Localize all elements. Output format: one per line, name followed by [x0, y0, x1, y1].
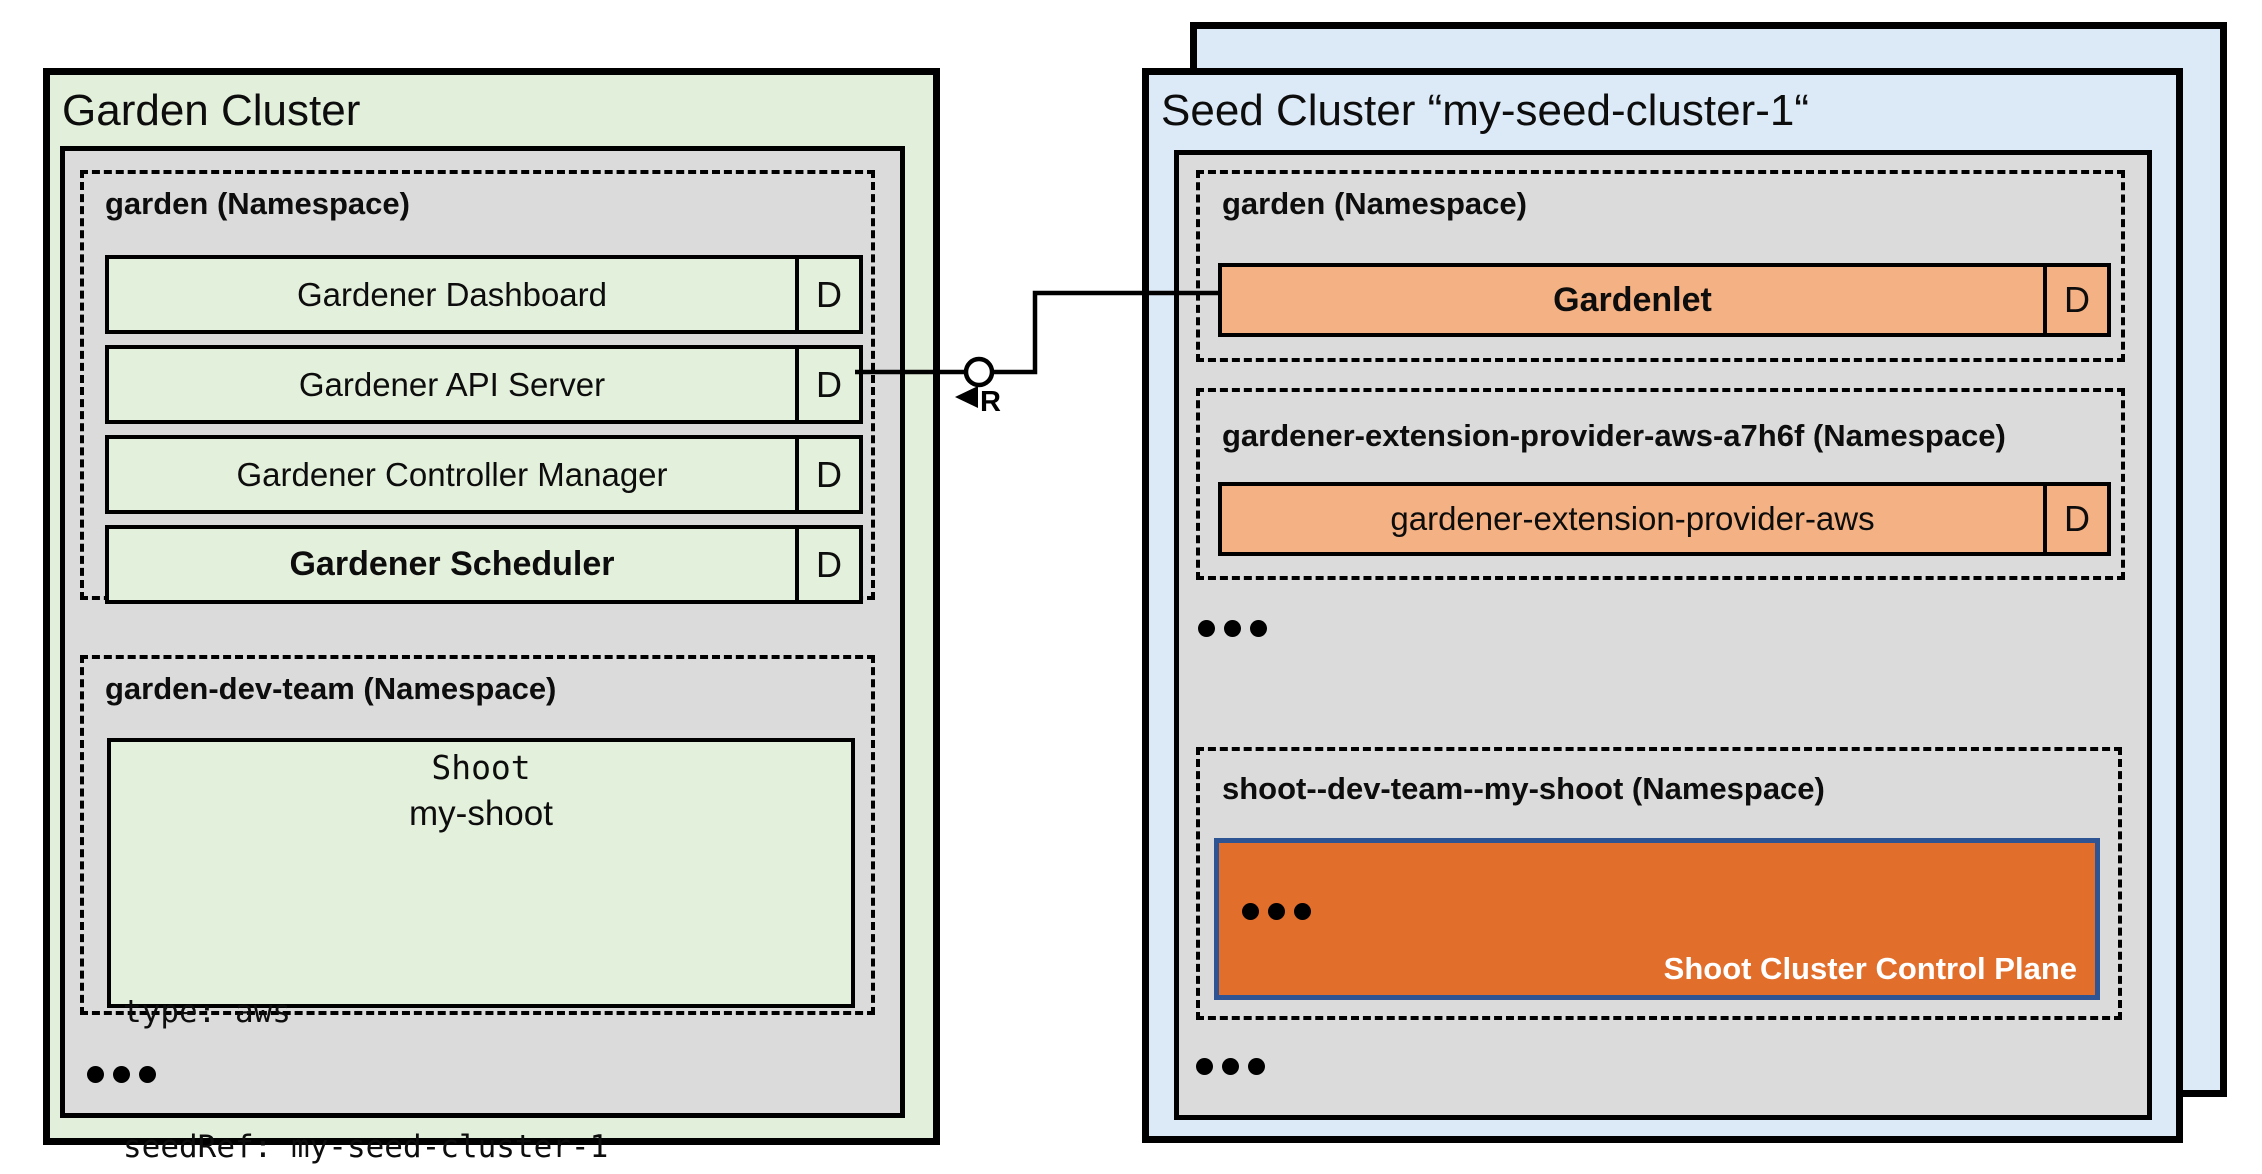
- component-row-gardener-controller-manager: Gardener Controller Manager D: [105, 435, 863, 514]
- extension-namespace-label: gardener-extension-provider-aws-a7h6f (N…: [1222, 418, 2006, 453]
- shoot-resource-spec: type: aws seedRef: my-seed-cluster-1: [123, 900, 608, 1174]
- shoot-spec-seedref-line: seedRef: my-seed-cluster-1: [123, 1129, 609, 1165]
- deployment-badge: D: [795, 349, 859, 420]
- component-row-extension-provider-aws: gardener-extension-provider-aws D: [1218, 482, 2111, 556]
- seed-cluster-ellipsis-middle: ...: [1198, 620, 1267, 637]
- interface-circle: [963, 356, 995, 388]
- shoot-control-plane-label: Shoot Cluster Control Plane: [1663, 951, 2077, 986]
- shoot-spec-type-line: type: aws: [123, 994, 291, 1030]
- component-label: Gardener Controller Manager: [236, 455, 668, 493]
- shoot-namespace-box: shoot--dev-team--my-shoot (Namespace) ..…: [1196, 747, 2122, 1020]
- garden-namespace-box: garden (Namespace) Gardener Dashboard D …: [80, 170, 875, 604]
- deployment-badge: D: [795, 529, 859, 600]
- garden-cluster-ellipsis: ...: [87, 1066, 156, 1083]
- arrowhead-left-icon: [955, 386, 978, 408]
- seed-cluster-ellipsis-bottom: ...: [1196, 1058, 1265, 1075]
- component-label: Gardener Dashboard: [296, 275, 608, 313]
- component-label: Gardener Scheduler: [289, 545, 615, 583]
- shoot-resource-box: Shoot my-shoot type: aws seedRef: my-see…: [107, 738, 855, 1165]
- shoot-resource-name: my-shoot: [409, 794, 553, 833]
- component-label: gardener-extension-provider-aws: [1390, 500, 1875, 537]
- garden-namespace-label: garden (Namespace): [105, 186, 410, 221]
- component-row-gardener-dashboard: Gardener Dashboard D: [105, 255, 863, 334]
- component-row-gardenlet: Gardenlet D: [1218, 263, 2111, 337]
- interface-label: R: [980, 386, 1001, 418]
- component-row-gardener-scheduler: Gardener Scheduler D: [105, 525, 863, 604]
- deployment-badge: D: [2043, 486, 2107, 552]
- seed-garden-namespace-box: garden (Namespace) Gardenlet D: [1196, 170, 2125, 362]
- seed-garden-namespace-label: garden (Namespace): [1222, 186, 1527, 221]
- garden-dev-team-namespace-box: garden-dev-team (Namespace) Shoot my-sho…: [80, 655, 875, 1165]
- component-label: Gardener API Server: [298, 365, 606, 403]
- garden-cluster-title: Garden Cluster: [62, 86, 361, 135]
- extension-namespace-box: gardener-extension-provider-aws-a7h6f (N…: [1196, 388, 2125, 580]
- component-label: Gardenlet: [1553, 280, 1712, 319]
- deployment-badge: D: [795, 439, 859, 510]
- garden-dev-team-namespace-label: garden-dev-team (Namespace): [105, 671, 557, 706]
- shoot-namespace-label: shoot--dev-team--my-shoot (Namespace): [1222, 771, 1825, 806]
- shoot-resource-kind: Shoot: [431, 748, 531, 787]
- component-row-gardener-api-server: Gardener API Server D: [105, 345, 863, 424]
- shoot-control-plane-box: ... Shoot Cluster Control Plane: [1214, 838, 2100, 1000]
- shoot-control-plane-ellipsis: ...: [1242, 903, 1311, 920]
- deployment-badge: D: [2043, 267, 2107, 333]
- deployment-badge: D: [795, 259, 859, 330]
- seed-cluster-title: Seed Cluster “my-seed-cluster-1“: [1161, 86, 1809, 135]
